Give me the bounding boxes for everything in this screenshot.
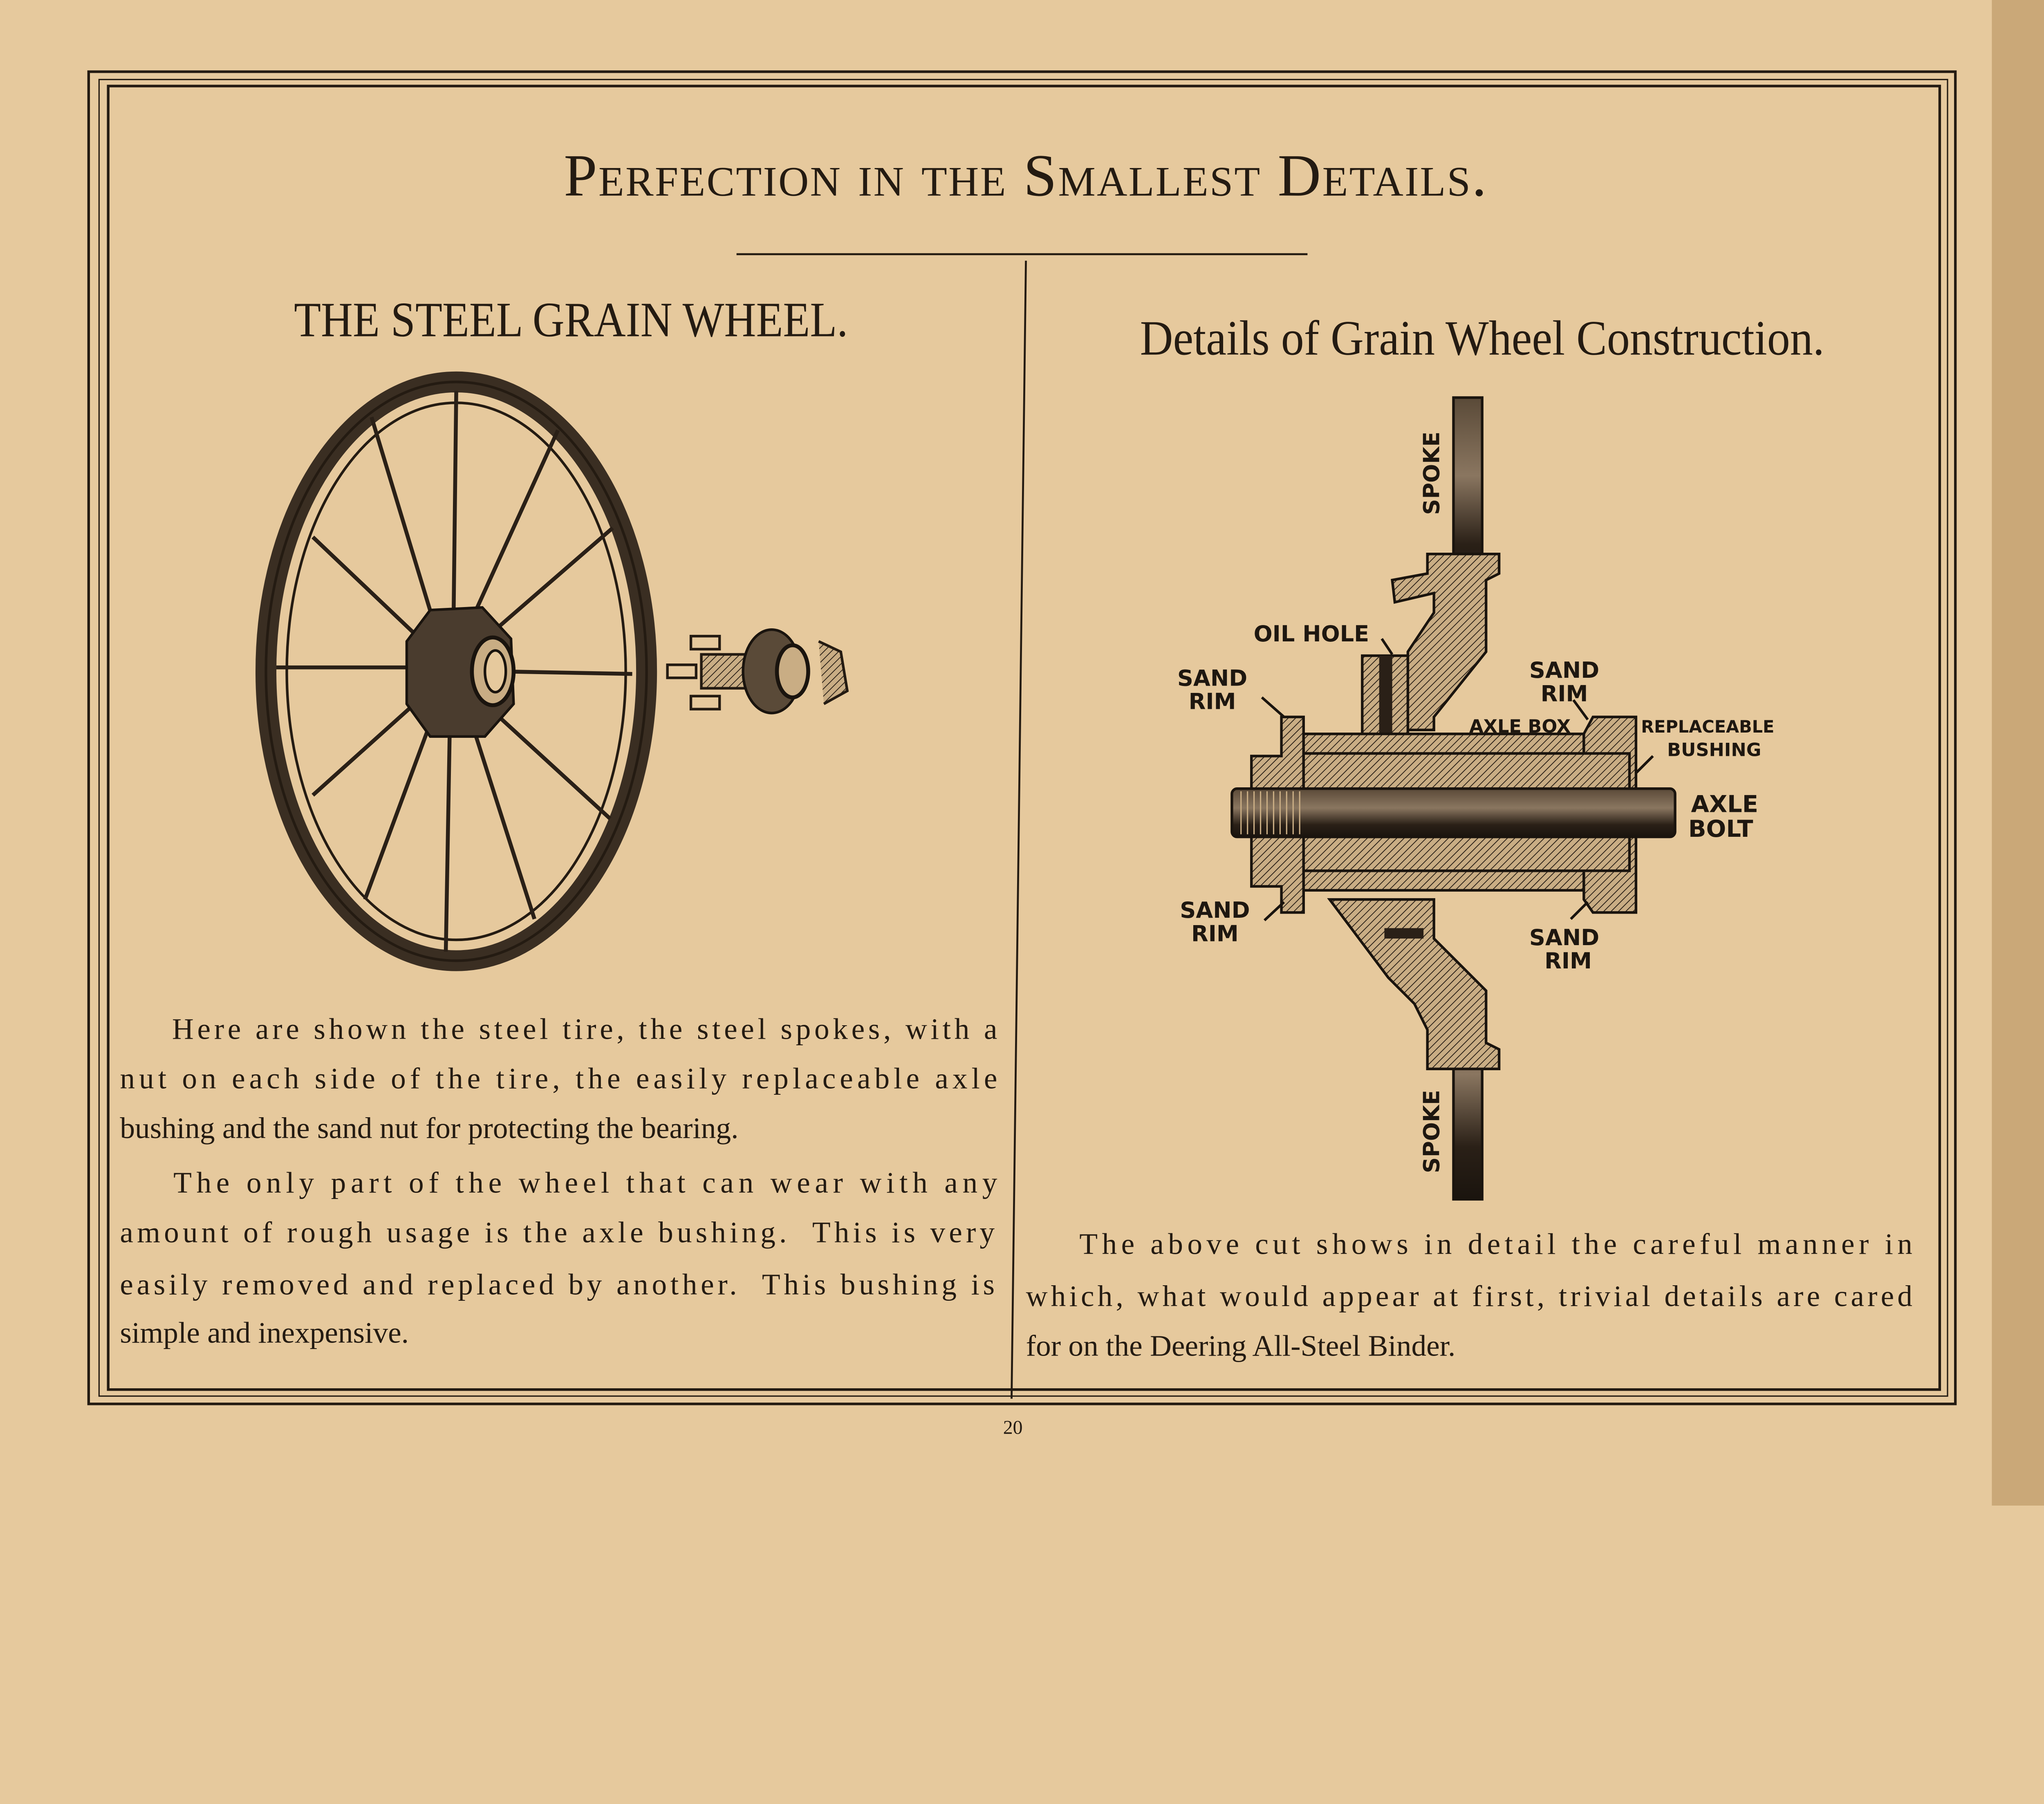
- page-edge: [1992, 0, 2044, 1506]
- label-sand-rim: SAND: [1529, 925, 1599, 950]
- left-paragraph: Here are shown the steel tire, the steel…: [120, 1012, 997, 1349]
- steel-wheel-illustration: [256, 371, 657, 971]
- right-heading: Details of Grain Wheel Construction.: [1140, 311, 1824, 365]
- page-border: [87, 70, 1957, 1405]
- right-paragraph: The above cut shows in detail the carefu…: [1026, 1228, 1912, 1363]
- label-sand-rim: RIM: [1541, 681, 1588, 707]
- catalog-page: Perfection in the Smallest Details. THE …: [87, 0, 2044, 1506]
- label-spoke-top: SPOKE: [1419, 432, 1444, 515]
- paragraph-line: The only part of the wheel that can wear…: [173, 1166, 997, 1199]
- page-title: Perfection in the Smallest Details.: [564, 142, 1488, 208]
- wheel-construction-diagram: [1230, 396, 1676, 1201]
- label-spoke-bottom: SPOKE: [1419, 1090, 1444, 1173]
- label-sand-rim: SAND: [1177, 665, 1247, 691]
- paragraph-line: Here are shown the steel tire, the steel…: [172, 1012, 997, 1045]
- column-divider: [1011, 260, 1027, 1399]
- left-heading: THE STEEL GRAIN WHEEL.: [294, 293, 848, 347]
- label-sand-rim: RIM: [1191, 921, 1239, 946]
- hub-parts-illustration: [666, 628, 849, 715]
- label-replaceable-bushing: REPLACEABLE: [1641, 717, 1774, 737]
- paragraph-line: easily removed and replaced by another. …: [120, 1268, 995, 1301]
- label-sand-rim: SAND: [1529, 657, 1599, 683]
- paragraph-line: which, what would appear at first, trivi…: [1026, 1280, 1912, 1313]
- paragraph-line: bushing and the sand nut for protecting …: [120, 1112, 738, 1145]
- label-axle-box: AXLE BOX: [1469, 716, 1571, 737]
- paragraph-line: for on the Deering All-Steel Binder.: [1026, 1329, 1456, 1362]
- label-axle-bolt: AXLE: [1691, 791, 1758, 818]
- diagram-labels: SPOKE SPOKE OIL HOLE SAND RIM SAND RIM A…: [1177, 432, 1774, 1173]
- paragraph-line: simple and inexpensive.: [120, 1316, 409, 1349]
- label-replaceable-bushing: BUSHING: [1667, 739, 1761, 760]
- label-oil-hole: OIL HOLE: [1254, 621, 1369, 647]
- label-axle-bolt: BOLT: [1688, 815, 1753, 843]
- paragraph-line: nut on each side of the tire, the easily…: [120, 1062, 997, 1095]
- label-sand-rim: SAND: [1180, 897, 1250, 923]
- page-number: 20: [1003, 1417, 1023, 1439]
- label-sand-rim: RIM: [1544, 948, 1592, 974]
- paragraph-line: The above cut shows in detail the carefu…: [1079, 1228, 1912, 1261]
- paragraph-line: amount of rough usage is the axle bushin…: [120, 1216, 995, 1249]
- label-sand-rim: RIM: [1189, 689, 1236, 715]
